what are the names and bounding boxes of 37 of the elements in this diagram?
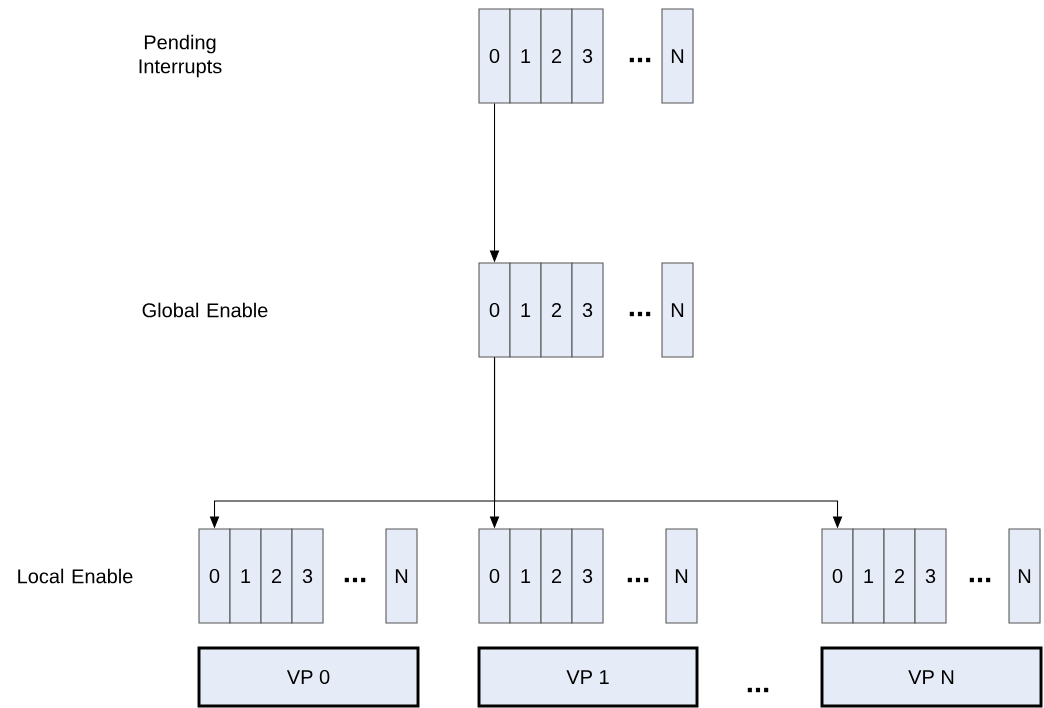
register-cell: N	[661, 262, 694, 358]
register-cell: 0	[478, 262, 511, 358]
register-cell: 2	[883, 528, 916, 624]
register-cell: 2	[260, 528, 293, 624]
register-cell: 1	[229, 528, 262, 624]
register-cell: 2	[540, 262, 573, 358]
register-cell: 0	[198, 528, 231, 624]
processor-box: VP N	[820, 646, 1043, 708]
processor-box: VP 1	[477, 646, 699, 708]
register-cell: 0	[478, 8, 511, 104]
register-cell: 0	[478, 528, 511, 624]
register-cell: 0	[821, 528, 854, 624]
register-cell: 2	[540, 528, 573, 624]
ellipsis: ...	[629, 57, 651, 63]
row-label: Global Enable	[142, 302, 268, 318]
ellipsis: ...	[747, 687, 769, 693]
register-cell: N	[661, 8, 694, 104]
row-label: Local Enable	[18, 568, 133, 584]
register-cell: 3	[571, 8, 604, 104]
processor-box: VP 0	[197, 646, 420, 708]
register-cell: N	[665, 528, 698, 624]
ellipsis: ...	[629, 311, 651, 317]
row-label: Pending Interrupts	[139, 34, 222, 78]
ellipsis: ...	[344, 577, 366, 583]
register-cell: 2	[540, 8, 573, 104]
register-cell: 1	[852, 528, 885, 624]
register-cell: 1	[509, 8, 542, 104]
register-cell: N	[1008, 528, 1041, 624]
register-cell: 3	[571, 262, 604, 358]
register-cell: 3	[914, 528, 947, 624]
register-cell: 1	[509, 528, 542, 624]
register-cell: 3	[571, 528, 604, 624]
register-cell: 1	[509, 262, 542, 358]
ellipsis: ...	[969, 577, 991, 583]
register-cell: N	[385, 528, 418, 624]
register-cell: 3	[291, 528, 324, 624]
ellipsis: ...	[627, 577, 649, 583]
